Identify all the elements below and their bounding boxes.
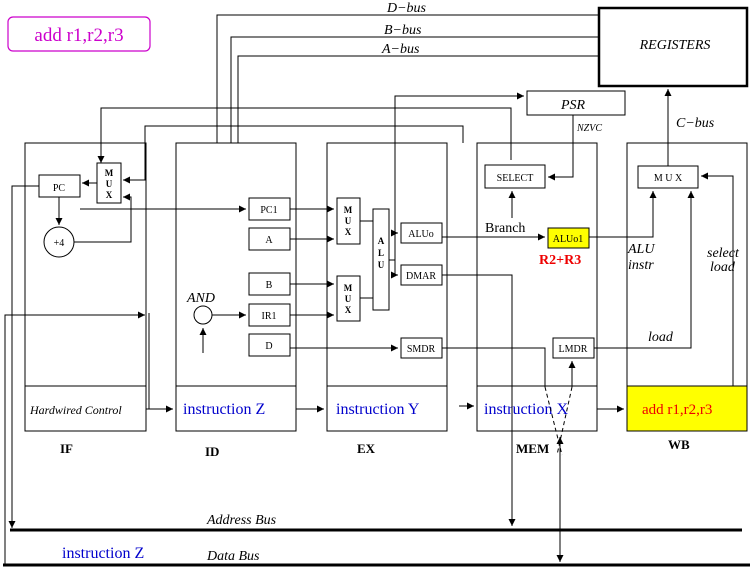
d-bus-label: D−bus [386,1,427,16]
aluo-label: ALUo [408,229,434,240]
alu-out [389,229,398,261]
smdr-label: SMDR [407,344,436,355]
b-label: B [266,280,273,291]
wb-instruction-label: add r1,r2,r3 [642,402,712,418]
wb-mux-label: M U X [654,173,683,184]
plus4-label: +4 [54,238,65,249]
if-mux-u: U [106,179,113,189]
pc-to-address-bus [8,185,39,528]
address-bus-label: Address Bus [206,513,277,528]
data-bus-label: Data Bus [206,549,260,564]
branch-label: Branch [485,221,525,236]
d-box [248,333,291,357]
adder-to-mux [74,193,132,243]
if-mux-m: M [105,168,114,178]
alu-a: A [378,236,385,246]
aluo1-to-wb-mux [589,191,657,238]
select-load-line [701,172,734,386]
alu-instr-label-1: ALU [627,242,655,257]
dmar-to-address-bus [442,274,516,526]
r2r3-label: R2+R3 [539,253,581,268]
ex-mux-top-x: X [345,227,352,237]
registers-label: REGISTERS [639,38,711,53]
ex-mux-bottom-u: U [345,294,352,304]
d-label: D [265,341,272,352]
pc-label: PC [53,183,66,194]
ex-mux-bottom-m: M [344,283,353,293]
branch-feedback-1 [97,107,512,163]
b-bus-label: B−bus [384,23,422,38]
mem-instruction-label: instruction X [484,401,568,418]
alu-to-dmar [391,260,398,279]
select-load-label-1: select [707,246,740,261]
select-label: SELECT [497,173,534,184]
nzvc-label: NZVC [576,123,602,134]
lmdr-to-wb-mux [594,191,695,349]
ir1-label: IR1 [262,311,277,322]
load-label: load [648,330,674,345]
ex-mux-top-u: U [345,216,352,226]
ex-instruction-label: instruction Y [336,401,420,418]
lmdr-label: LMDR [559,344,588,355]
stage-if-label: IF [60,441,73,456]
hardwired-control-label: Hardwired Control [29,403,122,417]
dmar-label: DMAR [406,271,436,282]
stage-mem-label: MEM [516,441,549,456]
aluo1-box [547,227,590,249]
mem-stage-box [476,142,598,432]
ex-mux-bottom-x: X [345,305,352,315]
wb-stage-box [626,142,748,432]
psr-box [526,90,626,116]
ex-mux-top-m: M [344,205,353,215]
c-bus-label: C−bus [676,116,715,131]
alu-instr-label-2: instr [628,258,654,273]
alu-l: L [378,248,384,258]
id-instruction-label: instruction Z [183,401,265,418]
a-bus-label: A−bus [381,42,420,57]
title-text: add r1,r2,r3 [34,25,123,46]
select-box [484,164,546,189]
aluo1-label: ALUo1 [553,234,584,245]
stage-ex-label: EX [357,441,376,456]
psr-to-select [548,115,574,181]
if-mux [96,162,122,204]
if-mux-x: X [106,190,113,200]
alu-to-psr [394,92,524,233]
stage-wb-label: WB [668,437,690,452]
alu-u: U [378,260,385,270]
title-box [7,16,151,52]
aluo-box [400,222,443,244]
a-label: A [265,235,273,246]
and-label: AND [186,291,215,306]
psr-label: PSR [560,98,586,113]
stage-id-label: ID [205,444,219,459]
data-bus-instruction-label: instruction Z [62,545,144,562]
branch-feedback-2 [123,125,464,184]
select-load-label-2: load [710,260,736,275]
registers-box [597,6,749,88]
wb-instruction-box [626,385,748,432]
data-bus-to-if [4,311,145,564]
pc1-label: PC1 [260,205,277,216]
and-gate [193,305,213,325]
smdr-to-data-bus [442,347,546,387]
